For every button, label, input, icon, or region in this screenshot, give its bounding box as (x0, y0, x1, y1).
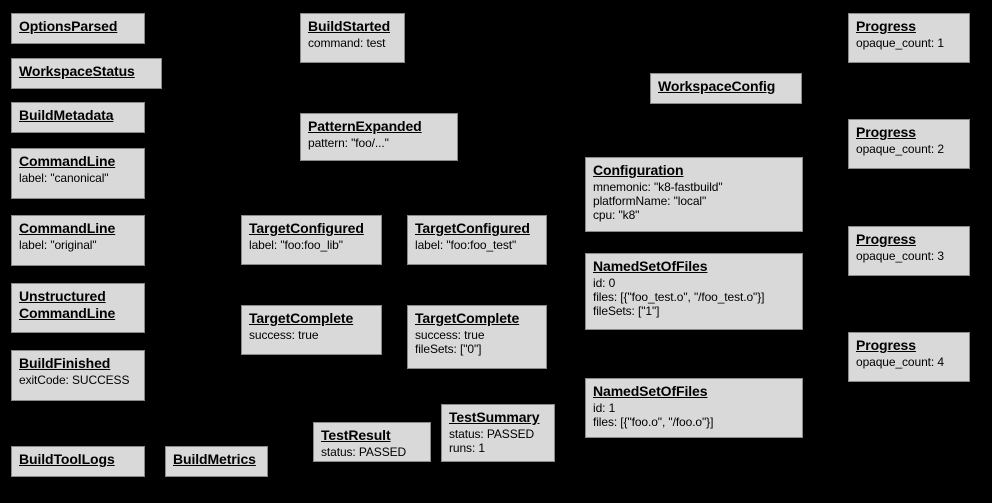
node-title: TargetConfigured (249, 220, 364, 236)
node-title: TestResult (321, 427, 391, 443)
node-attribute: success: true (415, 327, 485, 342)
node-attribute: label: "foo:foo_lib" (249, 237, 343, 252)
node-attribute-list: command: test (308, 36, 397, 50)
node-attribute: label: "original" (19, 237, 97, 252)
node-attribute-list: mnemonic: "k8-fastbuild"platformName: "l… (593, 180, 795, 222)
node-title: Progress (856, 124, 916, 140)
node-title: TargetComplete (249, 310, 354, 326)
node-attribute: fileSets: ["1"] (593, 303, 660, 318)
node-attribute-list: status: PASSED (321, 445, 423, 459)
event-node[interactable]: OptionsParsed (11, 13, 145, 44)
node-attribute-list: pattern: "foo/..." (308, 136, 450, 150)
node-attribute: mnemonic: "k8-fastbuild" (593, 179, 723, 194)
node-title: WorkspaceConfig (658, 78, 776, 94)
node-attribute: status: PASSED (449, 426, 535, 441)
node-attribute: fileSets: ["0"] (415, 341, 482, 356)
node-title: TargetConfigured (415, 220, 530, 236)
node-title: TestSummary (449, 409, 540, 425)
node-attribute: id: 1 (593, 400, 616, 415)
node-title: BuildFinished (19, 355, 111, 371)
node-attribute: files: [{"foo_test.o", "/foo_test.o"}] (593, 289, 765, 304)
node-attribute-list: exitCode: SUCCESS (19, 373, 137, 387)
event-node[interactable]: BuildMetrics (165, 446, 268, 477)
node-attribute-list: opaque_count: 4 (856, 355, 962, 369)
node-attribute: platformName: "local" (593, 193, 707, 208)
node-attribute: files: [{"foo.o", "/foo.o"}] (593, 414, 714, 429)
node-title: WorkspaceStatus (19, 63, 135, 79)
node-title: CommandLine (19, 153, 116, 169)
node-title: TargetComplete (415, 310, 520, 326)
node-title: Progress (856, 18, 916, 34)
event-node[interactable]: BuildToolLogs (11, 446, 145, 477)
node-attribute: exitCode: SUCCESS (19, 372, 130, 387)
node-attribute-list: opaque_count: 3 (856, 249, 962, 263)
node-attribute-list: label: "foo:foo_lib" (249, 238, 374, 252)
node-title: PatternExpanded (308, 118, 422, 134)
node-attribute: success: true (249, 327, 319, 342)
node-attribute-list: label: "foo:foo_test" (415, 238, 539, 252)
node-attribute: opaque_count: 4 (856, 354, 944, 369)
node-title: OptionsParsed (19, 18, 118, 34)
node-title: BuildToolLogs (19, 451, 115, 467)
node-title: NamedSetOfFiles (593, 383, 708, 399)
node-title: BuildMetadata (19, 107, 114, 123)
node-attribute: opaque_count: 1 (856, 35, 944, 50)
node-attribute: opaque_count: 3 (856, 248, 944, 263)
node-attribute-list: label: "original" (19, 238, 137, 252)
event-node[interactable]: WorkspaceConfig (650, 73, 802, 104)
node-attribute: label: "canonical" (19, 170, 109, 185)
node-title: Configuration (593, 162, 684, 178)
event-node[interactable]: Unstructured CommandLine (11, 283, 145, 333)
node-attribute: status: PASSED (321, 444, 407, 459)
node-attribute-list: opaque_count: 2 (856, 142, 962, 156)
node-title: Progress (856, 337, 916, 353)
node-title: BuildMetrics (173, 451, 256, 467)
node-title: NamedSetOfFiles (593, 258, 708, 274)
node-attribute: label: "foo:foo_test" (415, 237, 517, 252)
node-title: Progress (856, 231, 916, 247)
node-title: BuildStarted (308, 18, 391, 34)
node-attribute: runs: 1 (449, 440, 485, 455)
node-attribute-list: label: "canonical" (19, 171, 137, 185)
node-attribute: opaque_count: 2 (856, 141, 944, 156)
node-attribute: pattern: "foo/..." (308, 135, 389, 150)
node-attribute-list: success: true (249, 328, 374, 342)
node-attribute: command: test (308, 35, 386, 50)
node-title: CommandLine (19, 220, 116, 236)
node-title: Unstructured CommandLine (19, 288, 116, 321)
node-attribute: id: 0 (593, 275, 616, 290)
event-node[interactable]: WorkspaceStatus (11, 58, 162, 89)
event-node[interactable]: BuildMetadata (11, 102, 145, 133)
node-attribute-list: opaque_count: 1 (856, 36, 962, 50)
node-attribute: cpu: "k8" (593, 207, 640, 222)
